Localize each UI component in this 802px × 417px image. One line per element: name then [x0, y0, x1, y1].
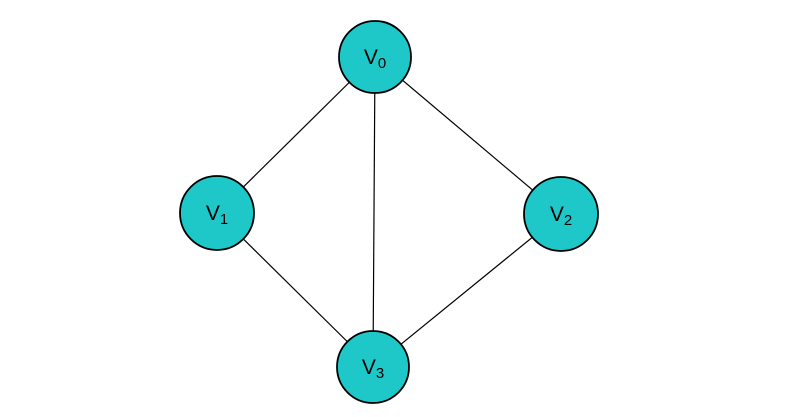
node-label-v3: V3	[362, 356, 384, 382]
edge-v0-v3	[372, 56, 376, 368]
node-label-v0: V0	[364, 46, 386, 72]
node-label-v1: V1	[206, 202, 228, 228]
node-circle-v3	[336, 330, 410, 404]
node-v3: V3	[336, 330, 410, 404]
node-circle-v1	[179, 175, 255, 251]
node-circle-v0	[338, 20, 412, 94]
node-v0: V0	[338, 20, 412, 94]
node-circle-v2	[523, 176, 599, 252]
edge-v2-v3	[372, 213, 562, 368]
node-v2: V2	[523, 176, 599, 252]
node-label-v2: V2	[550, 203, 572, 229]
edges-layer	[216, 56, 562, 368]
edge-v0-v2	[374, 56, 562, 215]
node-v1: V1	[179, 175, 255, 251]
